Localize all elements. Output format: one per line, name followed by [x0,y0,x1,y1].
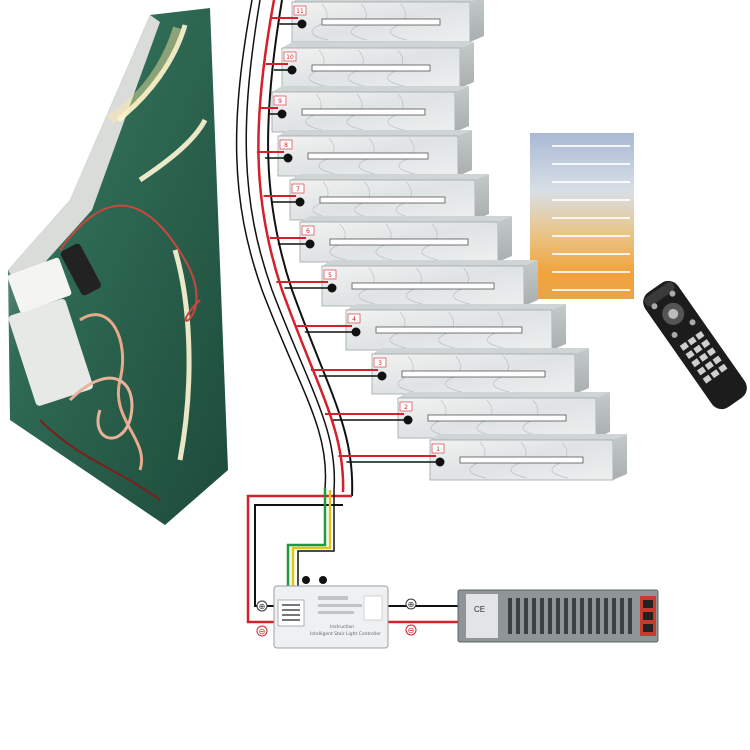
controller-label-line1: Intelligent Stair Light Controller [310,631,381,637]
step-connector-dot [287,65,297,75]
step-connector-dot [297,19,307,29]
stair-light-controller: Intelligent Stair Light Controller Instr… [273,585,389,649]
controller-plus-label: ⊕ [259,602,266,611]
step-connector-dot [295,197,305,207]
psu-plus-label: ⊕ [408,600,415,609]
psu-minus-label: ⊖ [408,626,415,635]
led-strip-slot [301,108,426,116]
psu-plus-terminal [405,598,417,610]
terminal-dot [319,576,327,584]
led-strip-slot [319,196,446,204]
step-number: 3 [378,360,382,367]
step-connector-dot [403,415,413,425]
step-number: 7 [296,186,300,193]
stair-step: 7 [263,174,489,221]
step-number: 4 [352,316,356,323]
step-connector-dot [283,153,293,163]
step-connector-dot [305,239,315,249]
led-strip-slot [307,152,429,160]
led-strip-slot [311,64,431,72]
stair-step: 5 [276,260,538,307]
controller-plus-terminal [256,600,268,612]
power-supply: CE [457,589,659,643]
step-number: 2 [404,404,408,411]
step-number: 9 [278,98,282,105]
stair-step: 2 [324,392,610,439]
stair-step: 1 [338,434,627,481]
stair-step: 4 [296,304,566,351]
remote-control-icon [643,280,747,410]
step-number: 5 [328,272,332,279]
stair-step: 10 [265,42,474,89]
step-connector-dot [351,327,361,337]
step-number: 10 [286,54,294,61]
stair-step: 8 [256,130,472,177]
stair-step: 6 [269,216,512,263]
led-strip-slot [351,282,495,290]
led-strip-slot [427,414,567,422]
stair-step: 11 [271,0,484,43]
led-strip-slot [459,456,584,464]
stair-step: 9 [260,86,469,133]
step-number: 8 [284,142,288,149]
psu-minus-terminal [405,624,417,636]
step-connector-dot [277,109,287,119]
controller-label-line2: Instruction [330,624,354,630]
step-number: 6 [306,228,310,235]
led-strip-photo [7,8,228,525]
led-strip-slot [375,326,523,334]
controller-minus-label: ⊖ [259,627,266,636]
staircase: 11 10 9 8 7 6 5 4 3 2 1 [256,0,627,481]
step-number: 1 [436,446,440,453]
led-strip-slot [401,370,546,378]
psu-ce-mark: CE [474,605,485,614]
led-strip-slot [329,238,469,246]
step-number: 11 [296,8,304,15]
stair-step: 3 [310,348,589,395]
step-connector-dot [377,371,387,381]
step-connector-dot [327,283,337,293]
controller-minus-terminal [256,625,268,637]
terminal-dot [302,576,310,584]
step-connector-dot [435,457,445,467]
led-strip-slot [321,18,441,26]
led-color-gradient-icon [530,133,634,299]
